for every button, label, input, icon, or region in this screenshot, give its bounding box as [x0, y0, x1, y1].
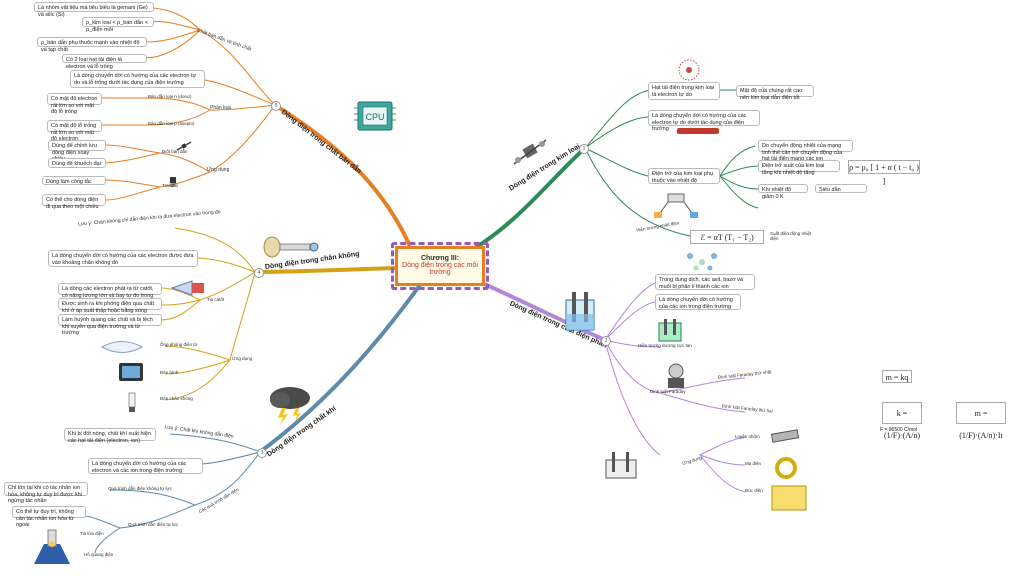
electrolyte-apply-item: Mạ điện: [745, 461, 762, 466]
metal-wire-icon: [677, 128, 719, 134]
branch-vacuum-number: 4: [254, 268, 264, 278]
gas-arc-label: Hồ quang điện: [84, 552, 114, 557]
lightbulb-icon: [128, 392, 136, 412]
storm-cloud-icon: [270, 387, 310, 425]
gas-self-label: Quá trình dẫn điện tự lực: [128, 522, 179, 527]
formula-faraday-k: k = (1/F)·(A/n): [882, 402, 922, 440]
vacuum-item: Làm huỳnh quang các chất và bị lệch khi …: [58, 314, 162, 336]
semiconductor-item: Dùng để chỉnh lưu dòng điện xoay chiều: [48, 140, 106, 162]
vacuum-item: Được sinh ra khi phóng điện qua chất khí…: [58, 298, 162, 320]
vacuum-apply-item: Ống phóng điện tử: [160, 342, 198, 347]
center-title: Chương III:: [420, 255, 460, 262]
electroforming-icon: [771, 485, 807, 511]
atom-lattice-icon: [678, 59, 700, 81]
semiconductor-item: Là nhóm vật liệu mà tiêu biểu là gemani …: [34, 2, 154, 18]
semiconductor-item: Có 2 loại hạt tải điện là electron và lỗ…: [62, 54, 147, 70]
formula-faraday-1: m = kq: [882, 370, 912, 383]
semiconductor-definition: Là dòng chuyển dời có hướng của các elec…: [70, 70, 205, 88]
semiconductor-item: ρ_kim loại < ρ_bán dẫn < ρ_điện môi: [82, 17, 154, 33]
gas-item: Có thể tự duy trì, không cần tác nhân io…: [12, 506, 86, 528]
electrolyte-apply-item: Đúc điện: [745, 488, 763, 493]
gas-item: Khi bị đốt nóng, chất khí xuất hiện các …: [64, 428, 156, 444]
electroplating-cell-icon: [605, 452, 637, 479]
diode-icon: [176, 141, 192, 151]
electrolyte-apply-item: Luyện nhôm: [735, 434, 760, 439]
plated-ring-icon: [775, 457, 797, 479]
transistor-icon: [170, 177, 176, 187]
metal-resistance-label: Điện trở của kim loại phụ thuộc vào nhiệ…: [648, 168, 720, 184]
formula-faraday-2: m = (1/F)·(A/n)·It: [956, 402, 1006, 440]
gas-item: Chỉ tồn tại khi có tác nhân ion hóa, khô…: [4, 482, 88, 504]
semiconductor-classify-label: Phân loại: [210, 105, 231, 111]
vacuum-tube-icon: [263, 236, 319, 258]
metal-item: Do chuyển động nhiệt của mạng tinh thể c…: [758, 140, 853, 162]
electrolyte-faraday-label: Định luật Faraday: [650, 389, 686, 394]
vacuum-definition: Là dòng chuyển dời có hướng của các elec…: [48, 250, 198, 267]
vacuum-apply-item: Đèn chân không: [160, 396, 193, 401]
semiconductor-p-type: Bán dẫn loại p (axepto): [148, 121, 195, 126]
vacuum-apply-label: Ứng dụng: [232, 356, 253, 361]
semiconductor-item: Dùng để khuếch đại: [48, 158, 106, 168]
metal-item: Mật độ của chúng rất cao nên kim loại dẫ…: [736, 85, 814, 101]
semiconductor-diode-label: Điốt bán dẫn: [162, 149, 188, 154]
branch-metal-number: 1: [579, 144, 589, 154]
electrolyte-definition: Là dòng chuyển dời có hướng của các ion …: [655, 294, 741, 310]
semiconductor-item: Có mật độ lỗ trống rất lớn so với mật độ…: [47, 120, 102, 142]
electron-tube-icon: [100, 341, 144, 353]
crt-monitor-icon: [119, 363, 143, 381]
metal-item: Hạt tải điện trong kim loại là electron …: [648, 82, 720, 100]
vacuum-apply-item: Đèn hình: [160, 370, 179, 375]
formula-thermo-emf: ℰ = αT (T₁ − T₂): [690, 230, 764, 244]
metal-emf-label: Suất điện động nhiệt điện: [770, 231, 812, 242]
vacuum-ray-label: Tia catốt: [207, 297, 225, 302]
spark-plug-icon: [34, 529, 70, 564]
anode-cell-icon: [658, 319, 682, 342]
gas-nonself-label: Quá trình dẫn điện không tự lực: [108, 486, 172, 491]
aluminum-icon: [770, 429, 800, 443]
semiconductor-item: ρ_bán dẫn phụ thuộc mạnh vào nhiệt độ và…: [37, 37, 147, 53]
electrolyte-item: Trong dung dịch, các axit, bazơ và muối …: [655, 274, 755, 290]
metal-item: Khi nhiệt độ giảm 0 K: [758, 184, 808, 200]
cathode-ray-icon: [170, 280, 204, 296]
branch-semiconductor-number: 5: [271, 101, 281, 111]
gas-definition: Là dòng chuyển dời có hướng của các elec…: [88, 458, 203, 474]
svg-text:CPU: CPU: [365, 112, 384, 122]
cpu-icon: CPU: [354, 101, 396, 131]
semiconductor-n-type: Bán dẫn loại n (donơ): [148, 94, 192, 99]
center-node[interactable]: Chương III: Dòng điện trong các môi trườ…: [395, 246, 485, 286]
semiconductor-item: Có thể cho dòng điện đi qua theo một chi…: [42, 194, 106, 210]
satellite-icon: [513, 139, 547, 165]
metal-definition: Là dòng chuyển dời có hướng của các elec…: [648, 110, 760, 132]
semiconductor-apply-label: Ứng dụng: [207, 167, 230, 173]
semiconductor-item: Dùng làm công tắc: [42, 176, 106, 185]
branch-electrolyte-number: 2: [601, 336, 611, 346]
electrolyte-anode-label: Hiện tượng dương cực tan: [638, 343, 692, 348]
semiconductor-item: Có mật độ electron rất lớn so với mật độ…: [47, 93, 102, 115]
gas-spark-label: Tia lửa điện: [80, 531, 104, 536]
thermocouple-icon: [654, 193, 698, 218]
electrolysis-beaker-icon: [565, 292, 595, 331]
vacuum-item: Là dòng các electron phát ra từ catốt, c…: [58, 283, 162, 305]
ion-dissociation-icon: [687, 253, 717, 271]
faraday-portrait-icon: [668, 363, 684, 388]
branch-gas-number: 3: [257, 448, 267, 458]
metal-item: Siêu dẫn: [815, 184, 867, 193]
semiconductor-transistor-label: Tranzito: [162, 183, 179, 188]
center-node-frame: [391, 242, 489, 290]
formula-resistivity: ρ = ρ₀ [ 1 + α ( t − t₀ ) ]: [848, 160, 920, 186]
metal-item: Điện trở suất của kim loại tăng khi nhiệ…: [758, 160, 840, 176]
center-subtitle: Dòng điện trong các môi trường: [402, 262, 478, 276]
faraday-constant: F = 96500 C/mol: [880, 427, 918, 433]
